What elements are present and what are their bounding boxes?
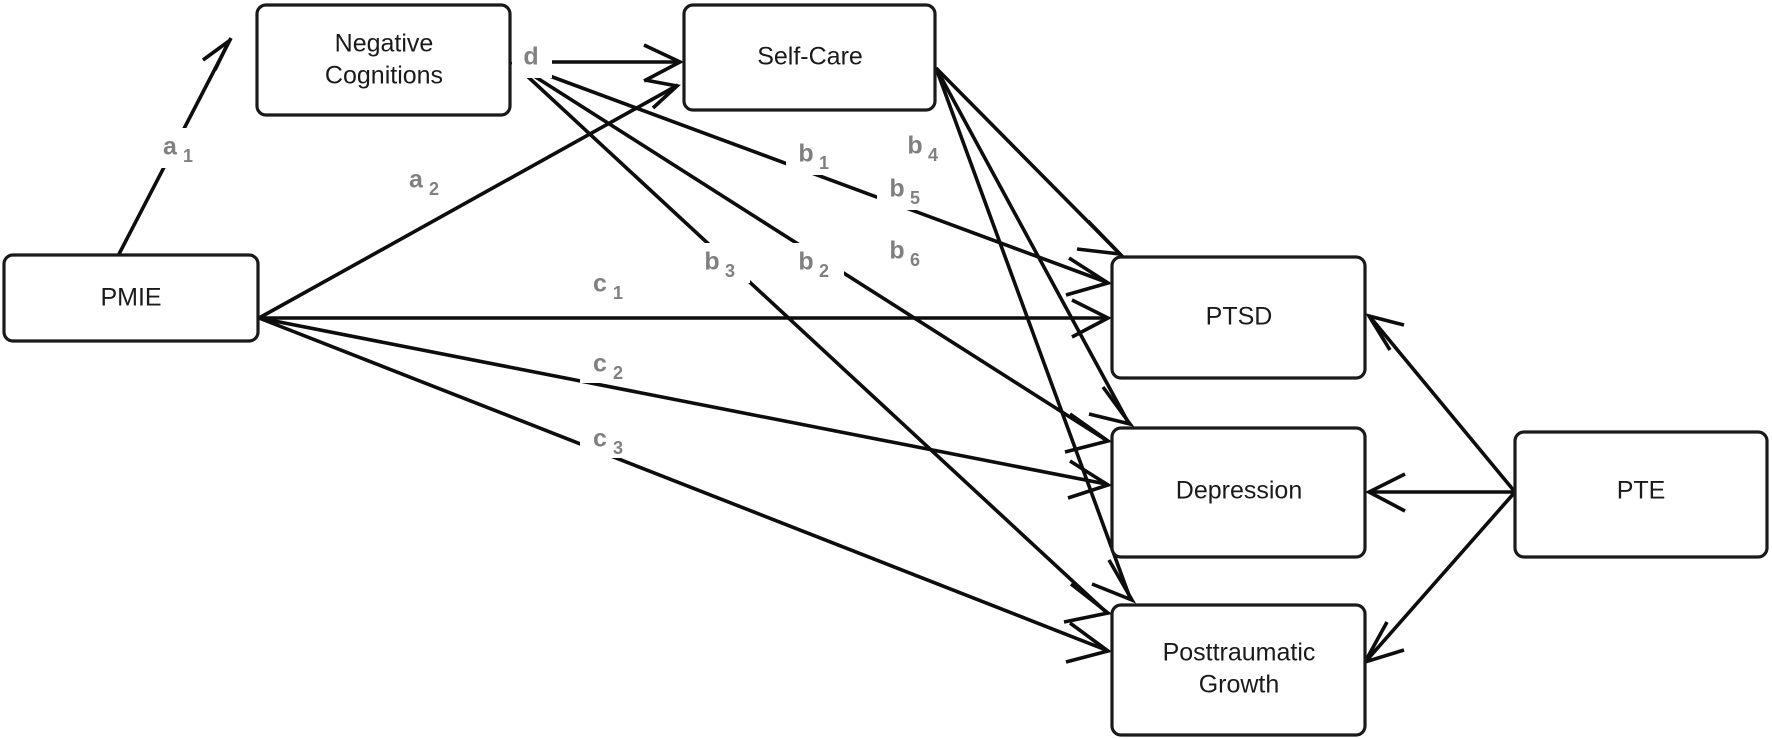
node-ptsd-label: PTSD: [1206, 303, 1273, 331]
node-pmie[interactable]: PMIE: [2, 253, 260, 343]
coef-c2-sub: 2: [613, 363, 623, 383]
coef-b5-base: b: [889, 175, 904, 203]
node-ptsd-box[interactable]: [1110, 255, 1367, 380]
coef-d: d: [512, 38, 552, 78]
coef-a1-base: a: [163, 133, 178, 161]
coef-b2-sub: 2: [819, 261, 829, 281]
edge-pte-ptsd: [1365, 313, 1517, 494]
edge-pte-ptg: [1361, 490, 1517, 666]
node-depression-box[interactable]: [1110, 426, 1367, 559]
node-pmie-box[interactable]: [2, 253, 260, 343]
coefficient-label-layer: a 1 a 2 d b 1 b: [150, 38, 953, 458]
coef-c2-base: c: [593, 350, 607, 378]
coef-b3: b 3: [692, 243, 750, 283]
node-posttraumatic-growth[interactable]: Posttraumatic Growth: [1110, 603, 1367, 737]
coef-b5-sub: 5: [910, 188, 920, 208]
node-ptsd[interactable]: PTSD: [1110, 255, 1367, 380]
coef-c1: c 1: [580, 265, 638, 303]
node-posttraumatic-growth-box[interactable]: [1110, 603, 1367, 737]
coef-c3: c 3: [580, 420, 638, 458]
node-pmie-label: PMIE: [100, 284, 161, 312]
coef-b2: b 2: [786, 243, 844, 283]
node-posttraumatic-growth-label-line2: Growth: [1199, 671, 1280, 699]
node-depression[interactable]: Depression: [1110, 426, 1367, 559]
node-pte-box[interactable]: [1513, 430, 1769, 559]
coef-b4: b 4: [895, 127, 953, 167]
edge-pte-depression: [1365, 472, 1515, 513]
coef-c2: c 2: [580, 345, 638, 383]
node-pte-label: PTE: [1617, 477, 1666, 505]
node-posttraumatic-growth-label-line1: Posttraumatic: [1163, 639, 1316, 667]
coef-b6: b 6: [877, 232, 935, 272]
node-self-care-box[interactable]: [682, 3, 937, 112]
coef-c3-base: c: [593, 425, 607, 453]
coef-b1-sub: 1: [819, 153, 829, 173]
edge-c1: [259, 298, 1112, 339]
edge-b3: [510, 60, 1113, 624]
edge-c2: [258, 316, 1113, 500]
coef-c1-sub: 1: [613, 283, 623, 303]
coef-b4-base: b: [907, 132, 922, 160]
node-depression-label: Depression: [1176, 477, 1302, 505]
coef-b6-sub: 6: [910, 250, 920, 270]
edge-c3: [258, 316, 1113, 664]
coef-c1-base: c: [593, 270, 607, 298]
coef-b3-base: b: [704, 248, 719, 276]
coef-b4-sub: 4: [928, 145, 938, 165]
coef-b1: b 1: [786, 135, 844, 175]
node-negative-cognitions-label-line1: Negative: [335, 30, 434, 58]
node-pte[interactable]: PTE: [1513, 430, 1769, 559]
node-layer: PMIE Negative Cognitions Self-Care PTSD: [2, 3, 1769, 737]
coef-b6-base: b: [889, 237, 904, 265]
coef-a1-sub: 1: [183, 146, 193, 166]
coef-d-base: d: [523, 43, 538, 71]
coef-b5: b 5: [877, 170, 935, 210]
edge-b4: [934, 66, 1125, 257]
node-negative-cognitions-box[interactable]: [255, 3, 512, 117]
coef-b3-sub: 3: [725, 261, 735, 281]
coef-a2: a 2: [396, 161, 454, 201]
edge-b5: [934, 67, 1135, 427]
coef-b2-base: b: [798, 248, 813, 276]
coef-a2-sub: 2: [429, 179, 439, 199]
coef-b1-base: b: [798, 140, 813, 168]
coef-c3-sub: 3: [613, 438, 623, 458]
node-self-care[interactable]: Self-Care: [682, 3, 937, 112]
node-negative-cognitions[interactable]: Negative Cognitions: [255, 3, 512, 117]
coef-a1: a 1: [150, 128, 208, 168]
edge-b6: [934, 67, 1137, 604]
node-self-care-label: Self-Care: [757, 43, 863, 71]
node-negative-cognitions-label-line2: Cognitions: [325, 62, 443, 90]
coef-a2-base: a: [409, 166, 424, 194]
